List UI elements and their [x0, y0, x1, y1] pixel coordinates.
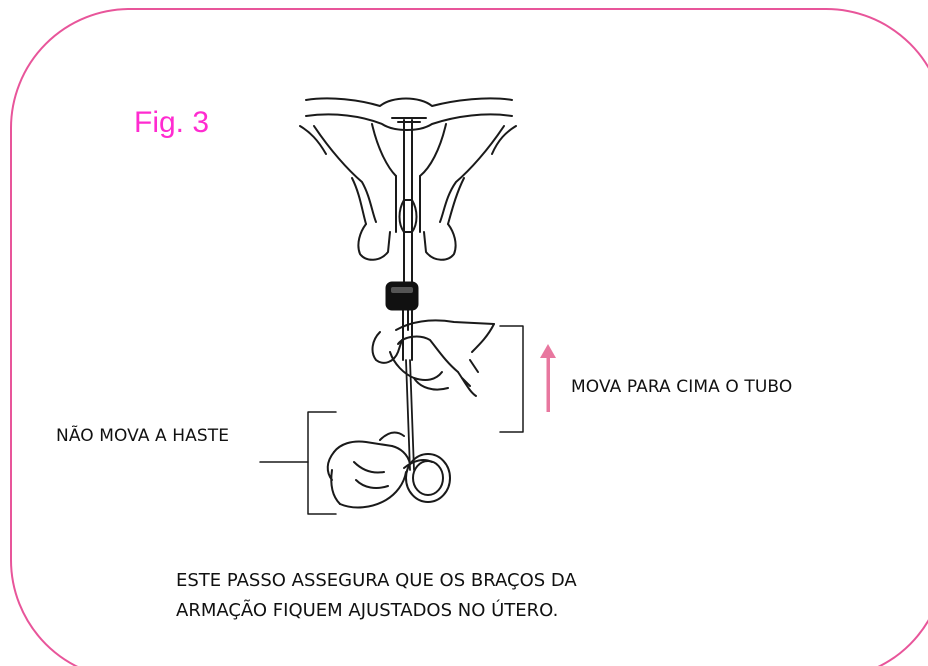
do-not-move-rod-label: NÃO MOVA A HASTE — [56, 426, 230, 446]
move-tube-up-label: MOVA PARA CIMA O TUBO — [571, 377, 793, 397]
uterus-drawing — [299, 97, 517, 261]
inserter-rod — [405, 359, 415, 471]
rounded-frame — [10, 8, 928, 666]
rod-bracket — [259, 411, 337, 515]
tube-bracket — [499, 325, 524, 433]
lower-hand — [326, 431, 451, 509]
caption: ESTE PASSO ASSEGURA QUE OS BRAÇOS DA ARM… — [176, 566, 577, 626]
caption-line-2: ARMAÇÃO FIQUEM AJUSTADOS NO ÚTERO. — [176, 600, 559, 621]
caption-line-1: ESTE PASSO ASSEGURA QUE OS BRAÇOS DA — [176, 570, 577, 591]
flange-stopper — [385, 281, 419, 311]
upper-hand — [371, 319, 495, 397]
figure-label: Fig. 3 — [134, 106, 210, 139]
up-arrow-icon — [540, 344, 556, 412]
